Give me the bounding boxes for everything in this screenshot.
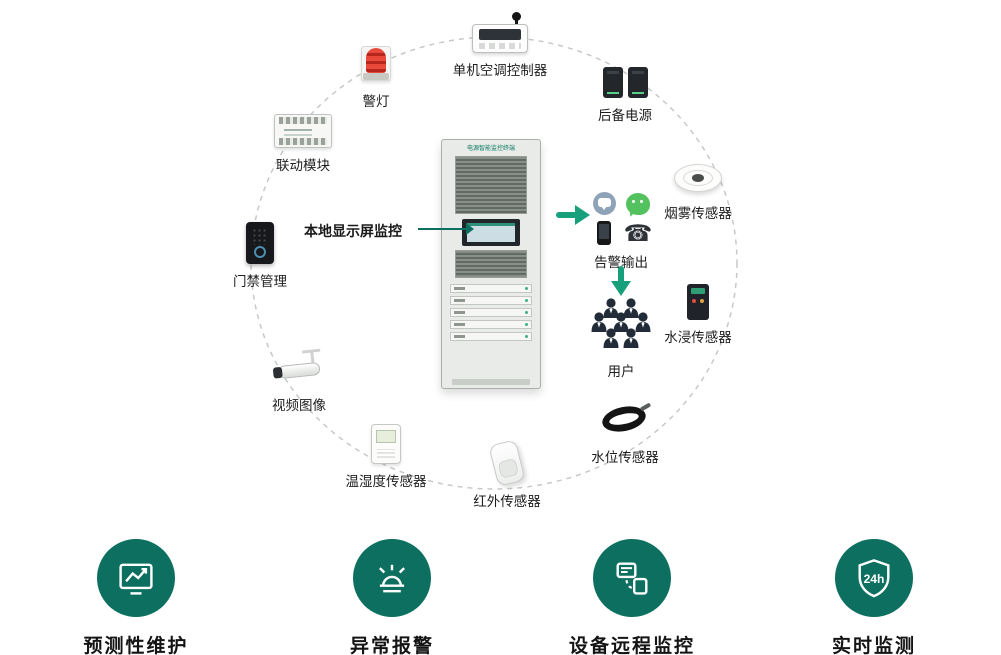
node-label: 视频图像	[272, 398, 326, 413]
local-display-label: 本地显示屏监控	[304, 223, 402, 239]
feature-label: 设备远程监控	[568, 636, 695, 655]
backup-power-icon	[602, 66, 648, 98]
linkage-module-icon	[274, 114, 332, 148]
feature-label: 预测性维护	[83, 636, 189, 655]
node-label: 烟雾传感器	[664, 206, 732, 221]
node-label: 告警输出	[594, 255, 648, 270]
monitoring-cabinet: 电源智能监控终端	[441, 139, 541, 389]
feature-abnormal-alarm: 异常报警	[292, 539, 492, 655]
remote-devices-icon	[593, 539, 671, 617]
pointer-line	[418, 228, 468, 230]
node-label: 温湿度传感器	[345, 474, 427, 489]
users-icon	[591, 298, 651, 348]
water-level-sensor-icon	[598, 398, 652, 440]
node-backup-power: 后备电源	[569, 66, 681, 124]
flow-arrow-down-icon	[611, 266, 631, 296]
node-water-level-sensor: 水位传感器	[569, 398, 681, 466]
feature-predictive-maintenance: 预测性维护	[36, 539, 236, 655]
shield-badge-text: 24h	[864, 572, 885, 586]
node-smoke-sensor: 烟雾传感器	[641, 162, 755, 222]
cctv-camera-icon	[270, 347, 328, 390]
feature-realtime-monitoring: 24h 实时监测	[774, 539, 974, 655]
node-linkage-module: 联动模块	[248, 114, 358, 174]
cabinet-vent-grille	[455, 250, 527, 278]
telephone-icon: ☎	[623, 219, 653, 246]
water-immersion-sensor-icon	[687, 284, 709, 320]
node-video-image: 视频图像	[244, 347, 354, 414]
smartphone-icon	[597, 221, 611, 245]
node-alarm-output: ☎ 告警输出	[576, 192, 666, 271]
alarm-output-icons: ☎	[591, 192, 653, 246]
node-access-control: 门禁管理	[205, 222, 315, 290]
cabinet-brand-label: 电源智能监控终端	[466, 146, 515, 152]
node-infrared-sensor: 红外传感器	[451, 439, 563, 510]
ac-controller-icon	[472, 12, 528, 53]
feature-label: 实时监测	[831, 636, 916, 655]
cabinet-vent-grille	[455, 156, 527, 214]
feature-label: 异常报警	[349, 636, 434, 655]
cabinet-base	[452, 379, 530, 385]
temp-humidity-sensor-icon	[371, 424, 401, 464]
node-users: 用户	[576, 296, 666, 380]
node-water-immersion-sensor: 水浸传感器	[641, 284, 755, 346]
node-label: 水位传感器	[591, 450, 659, 465]
access-keypad-icon	[246, 222, 274, 264]
warning-light-icon	[359, 44, 393, 84]
cabinet-rack-units	[450, 284, 532, 341]
node-label: 警灯	[362, 94, 390, 109]
trend-monitor-icon	[97, 539, 175, 617]
node-ac-controller: 单机空调控制器	[430, 12, 570, 79]
wechat-icon	[626, 192, 650, 215]
flow-arrow-right-icon	[556, 205, 590, 225]
pointer-arrowhead-icon	[466, 223, 474, 235]
node-label: 后备电源	[598, 108, 652, 123]
node-temp-humidity-sensor: 温湿度传感器	[320, 424, 452, 490]
smoke-sensor-icon	[674, 162, 722, 196]
infrared-sensor-icon	[488, 439, 526, 487]
node-label: 红外传感器	[473, 494, 541, 509]
node-label: 用户	[607, 364, 635, 379]
node-label: 联动模块	[276, 158, 330, 173]
shield-24h-icon: 24h	[835, 539, 913, 617]
node-label: 门禁管理	[233, 274, 287, 289]
node-label: 单机空调控制器	[452, 63, 548, 78]
node-warning-light: 警灯	[336, 44, 416, 110]
node-label: 水浸传感器	[664, 330, 732, 345]
feature-remote-monitoring: 设备远程监控	[532, 539, 732, 655]
message-app-icon	[592, 192, 616, 215]
alarm-beacon-icon	[353, 539, 431, 617]
